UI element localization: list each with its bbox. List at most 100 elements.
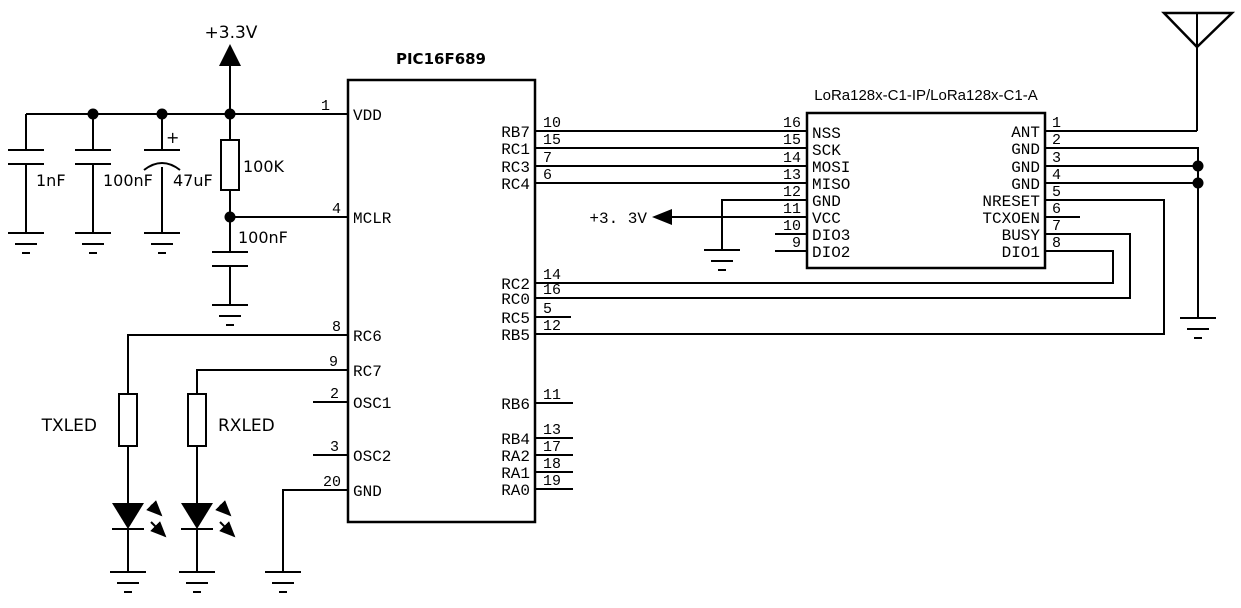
led-emission-arrow-icon: [215, 500, 232, 517]
ground-icon: [264, 571, 302, 593]
pic-pin-label: RB5: [501, 327, 530, 345]
power-arrow-left-icon: [652, 209, 672, 225]
pic-pin-label: RC7: [353, 363, 382, 381]
pic-body: [346, 78, 537, 524]
ground-icon: [109, 571, 147, 593]
wire-rc2-dio1: [535, 250, 1114, 284]
rxled-label: RXLED: [218, 416, 275, 436]
lora-pin-number: 14: [783, 150, 801, 167]
vcc-arrow-label: +3. 3V: [589, 210, 647, 228]
lora-pin-label: GND: [1011, 159, 1040, 177]
lora-pin-number: 7: [1052, 218, 1061, 235]
pic-pin-label: VDD: [353, 107, 382, 125]
pic-title: PIC16F689: [396, 50, 486, 68]
spi-wires: [535, 130, 807, 184]
led-emission-arrow-icon: [150, 521, 167, 538]
wire-rc0-busy: [535, 233, 1131, 299]
pic-pin-number: 10: [543, 115, 561, 132]
pic-pin-label: RB6: [501, 396, 530, 414]
lora-pin-number: 1: [1052, 115, 1061, 132]
pic-pin-number: 5: [543, 301, 552, 318]
pic-pin-label: RA1: [501, 465, 530, 483]
lora-pin-label: GND: [1011, 141, 1040, 159]
pic-chip: PIC16F689 VDD MCLR RC6 RC7 OSC1 OSC2 GND…: [321, 50, 561, 524]
capacitor-47uF-electrolytic: + 47uF: [143, 114, 213, 254]
lora-gnd-net: [703, 199, 807, 271]
lora-pin-label: GND: [812, 193, 841, 211]
lora-pin-number: 12: [783, 184, 801, 201]
lora-pin-number: 13: [783, 167, 801, 184]
lora-pin-number: 8: [1052, 235, 1061, 252]
wire-gnd20: [282, 489, 348, 572]
ground-icon: [703, 249, 741, 271]
mclr-net: [224, 211, 348, 223]
ground-icon: [178, 571, 216, 593]
right-gnd-net: [1045, 147, 1217, 339]
pic-pin-label: RB4: [501, 431, 530, 449]
pic-pin-label: RC2: [501, 276, 530, 294]
lora-stub-wires: [775, 216, 1080, 252]
pic-pin-label: RC0: [501, 291, 530, 309]
led-diode-icon: [112, 503, 144, 529]
pic-pin-number: 9: [329, 354, 338, 371]
lora-body: [805, 111, 1047, 270]
lora-pin-label: SCK: [812, 142, 841, 160]
lora-pin-label: VCC: [812, 210, 841, 228]
antenna-net: [1045, 11, 1236, 132]
txled-label: TXLED: [41, 416, 97, 436]
lora-pin-label: ANT: [1011, 124, 1040, 142]
power-rail-3v3: +3.3V: [26, 23, 348, 120]
resistor-100K: 100K: [220, 114, 285, 217]
wire-rc7: [196, 369, 348, 394]
lora-pin-number: 2: [1052, 132, 1061, 149]
pic-pin-number: 2: [330, 386, 339, 403]
control-wires: [313, 199, 1165, 490]
pic-pin-label: RC6: [353, 328, 382, 346]
pic-pin-number: 4: [332, 201, 341, 218]
cap3-value: 47uF: [173, 171, 213, 190]
capacitor-100nF: 100nF: [74, 114, 153, 254]
lora-pin-label: DIO1: [1002, 244, 1040, 262]
pic-pin-number: 15: [543, 132, 561, 149]
pic-pin-number: 16: [543, 282, 561, 299]
pic-pin-number: 20: [323, 474, 341, 491]
ground-icon: [1179, 317, 1217, 339]
power-arrow-up-icon: [219, 44, 241, 66]
lora-pin-number: 4: [1052, 167, 1061, 184]
lora-pin-label: DIO2: [812, 244, 850, 262]
wire-rb5-nreset: [535, 199, 1165, 335]
lora-pin-number: 6: [1052, 201, 1061, 218]
lora-pin-label: BUSY: [1002, 227, 1041, 245]
lora-module: LoRa128x-C1-IP/LoRa128x-C1-A NSS SCK MOS…: [783, 87, 1061, 270]
pic-pin-label: RA0: [501, 482, 530, 500]
led-diode-icon: [181, 503, 213, 529]
pic-pin-number: 3: [330, 439, 339, 456]
resistor1-value: 100K: [243, 157, 285, 176]
pic-pin-label: RC4: [501, 176, 530, 194]
pic-pin-number: 1: [321, 98, 330, 115]
pic-pin-number: 12: [543, 318, 561, 335]
lora-pin-label: NSS: [812, 125, 841, 143]
pic-pin-number: 18: [543, 456, 561, 473]
wire-rc6: [127, 334, 348, 394]
lora-vcc-net: +3. 3V: [589, 209, 807, 228]
pic-pin-number: 19: [543, 473, 561, 490]
pic-pin-number: 6: [543, 167, 552, 184]
pic-pin-label: RB7: [501, 124, 530, 142]
lora-pin-number: 10: [783, 218, 801, 235]
pic-pin-label: RA2: [501, 448, 530, 466]
pic-pin-number: 13: [543, 422, 561, 439]
lora-pin-number: 9: [792, 235, 801, 252]
pic-pin-label: GND: [353, 483, 382, 501]
lora-pin-label: MOSI: [812, 159, 850, 177]
ground-icon: [7, 232, 45, 254]
pic-gnd-net: [264, 489, 348, 593]
txled-resistor: [118, 393, 138, 447]
pic-pin-number: 17: [543, 439, 561, 456]
lora-title: LoRa128x-C1-IP/LoRa128x-C1-A: [814, 87, 1037, 104]
lora-pin-label: DIO3: [812, 227, 850, 245]
lora-pin-number: 3: [1052, 150, 1061, 167]
lora-pin-label: TCXOEN: [982, 210, 1040, 228]
